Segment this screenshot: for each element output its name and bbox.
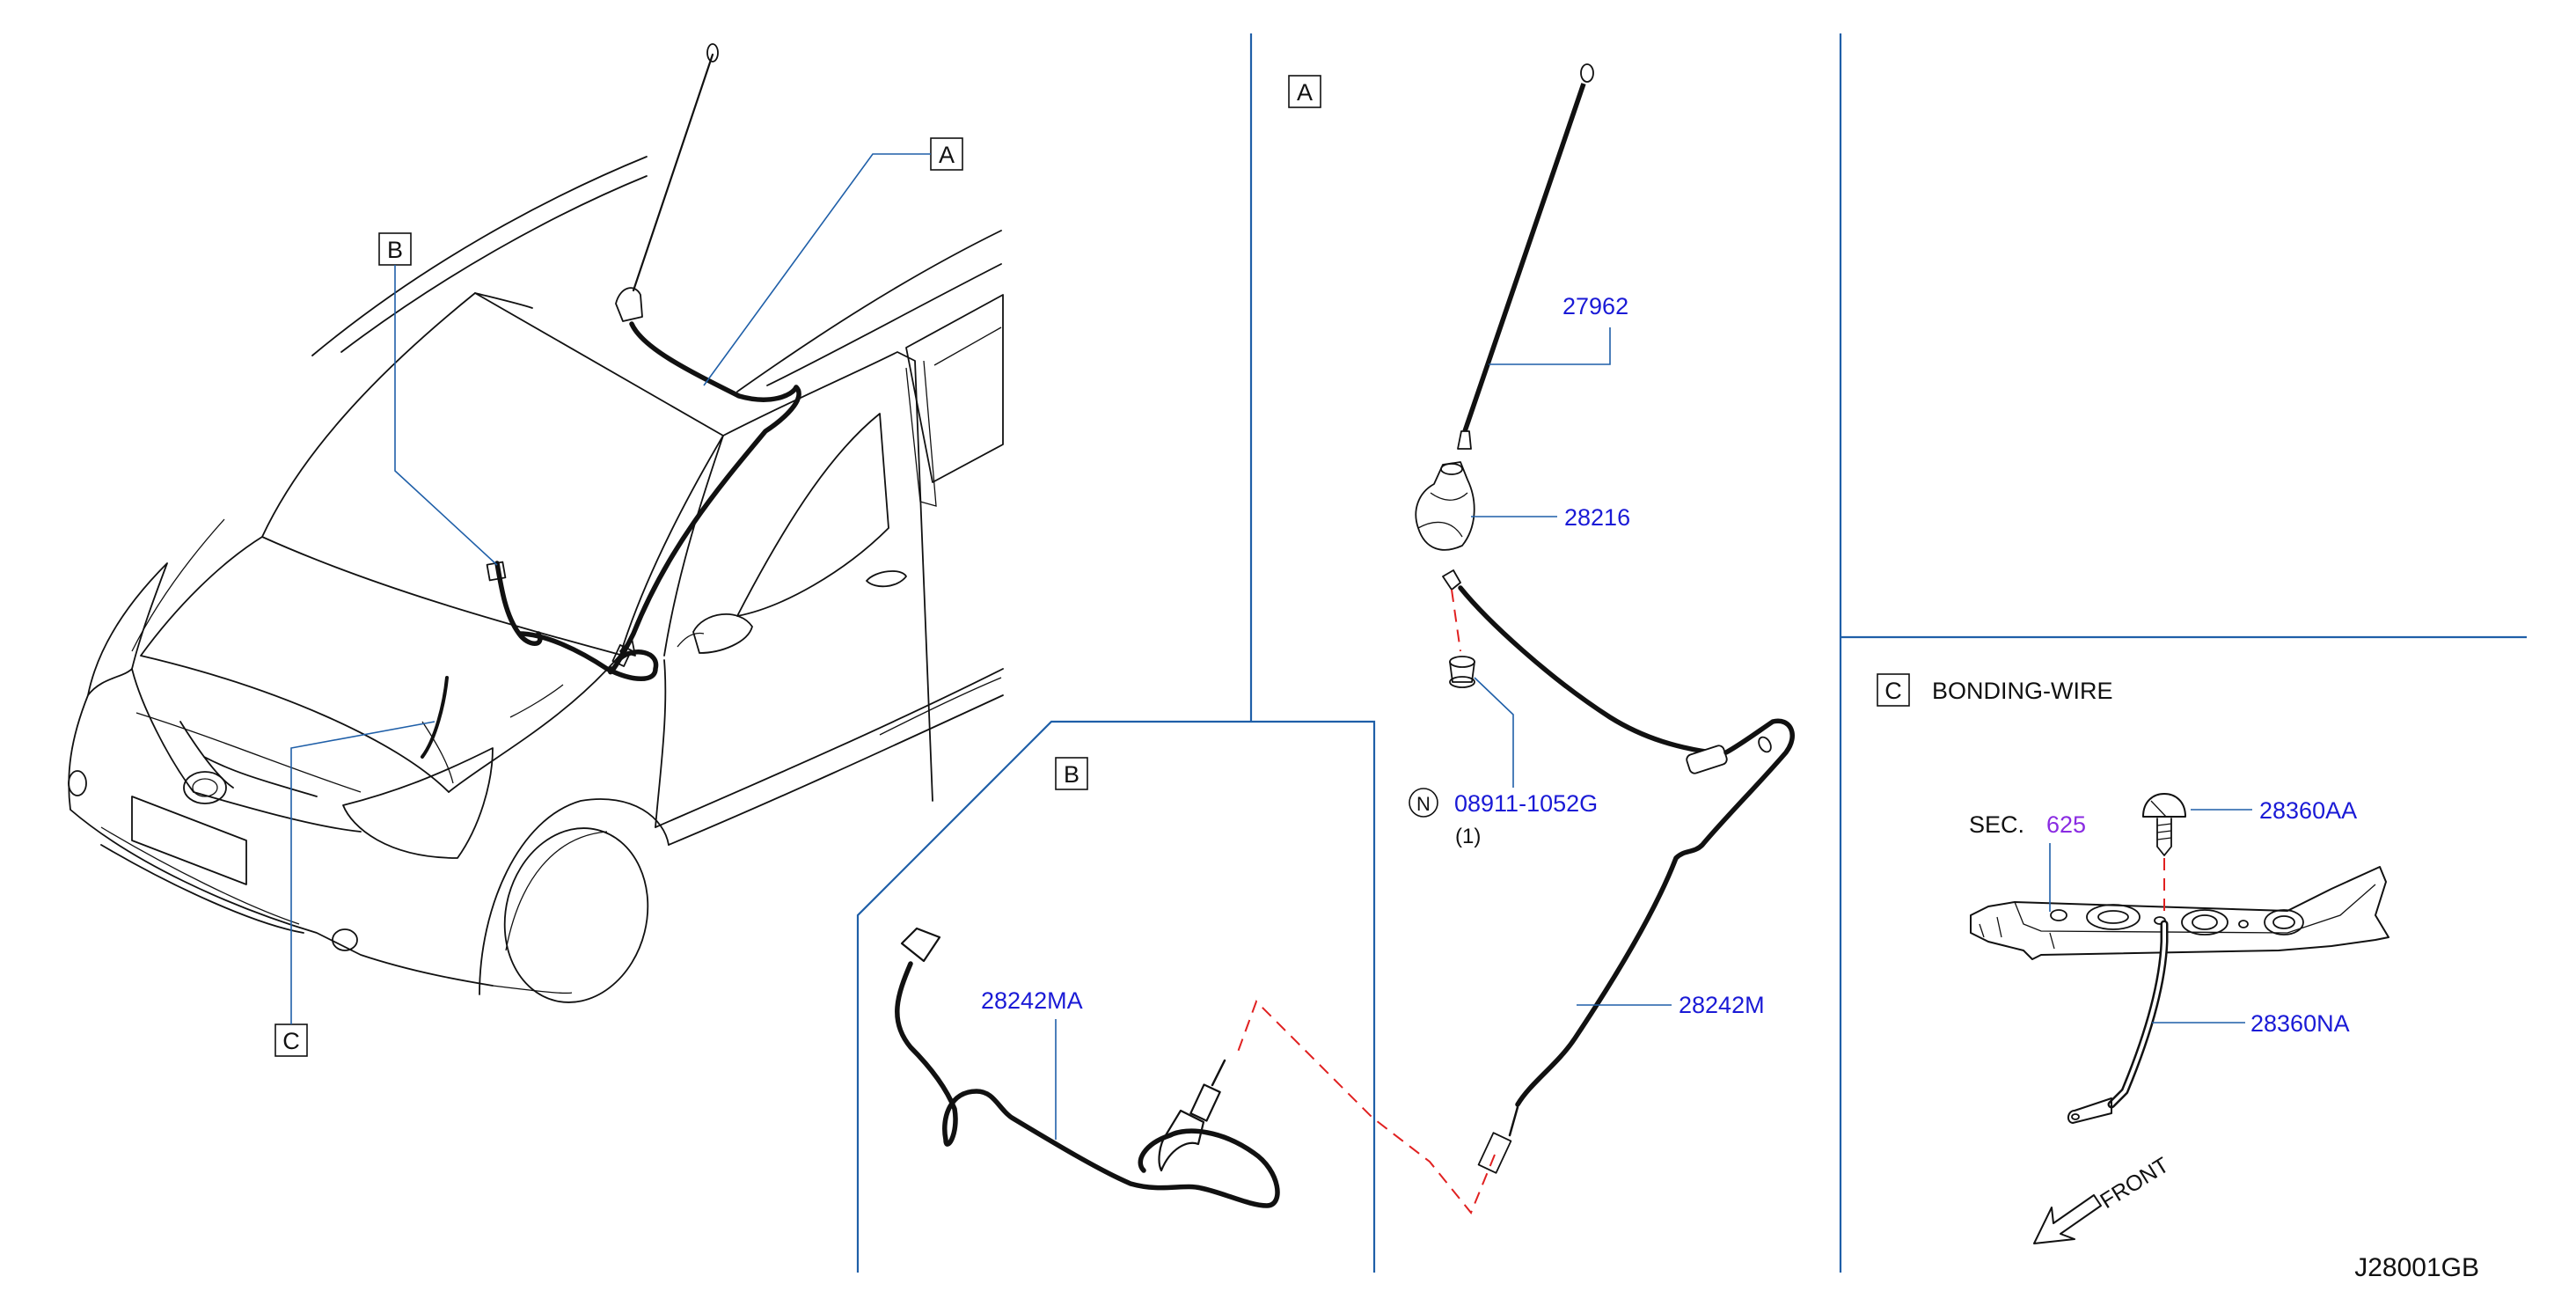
callout-c-vehicle: C (282, 1028, 300, 1054)
panel-separators (856, 33, 2527, 1273)
nut-label: 08911-1052G (1454, 790, 1598, 817)
sub-cable-part (895, 927, 1280, 1208)
nut-symbol: N (1416, 793, 1431, 815)
bonding-wire-part (2067, 920, 2245, 1124)
panel-a: A (1236, 63, 1795, 1214)
part-labels: 27962 28216 08911-1052G (1) 28242M 28242… (981, 293, 2479, 1282)
bracket-part (1970, 866, 2389, 960)
feeder-cable-part (1458, 585, 1795, 1174)
sec-number: 625 (2046, 811, 2086, 838)
panel-b: B (895, 757, 1280, 1208)
bonding-wire-label: 28360NA (2250, 1010, 2350, 1037)
bonding-screw-label: 28360AA (2259, 797, 2357, 824)
bonding-screw-part (2142, 793, 2252, 856)
rod-antenna-label: 27962 (1562, 293, 1628, 319)
sub-cable-label: 28242MA (981, 987, 1083, 1014)
nut-part: N (1409, 589, 1514, 818)
vehicle-callouts: A B C (274, 137, 963, 1057)
callout-b-vehicle: B (387, 237, 403, 263)
sec-prefix: SEC. (1969, 811, 2024, 838)
callout-a-vehicle: A (939, 142, 955, 168)
vehicle-antenna-cable (486, 43, 801, 681)
panel-c: C (1877, 673, 2389, 1244)
callout-c-panel: C (1884, 678, 1902, 704)
rod-antenna-part (1457, 63, 1611, 450)
bonding-wire-title: BONDING-WIRE (1932, 678, 2113, 704)
front-label: FRONT (2096, 1153, 2173, 1214)
feeder-cable-label: 28242M (1679, 992, 1765, 1018)
diagram-code: J28001GB (2354, 1253, 2479, 1282)
callout-a-panel: A (1297, 79, 1313, 106)
nut-quantity: (1) (1455, 825, 1481, 848)
callout-b-panel: B (1064, 761, 1079, 788)
antenna-base-label: 28216 (1564, 504, 1630, 531)
vehicle-illustration (68, 156, 1004, 1003)
antenna-base-part (1415, 461, 1557, 591)
front-arrow-icon (2033, 1194, 2102, 1244)
